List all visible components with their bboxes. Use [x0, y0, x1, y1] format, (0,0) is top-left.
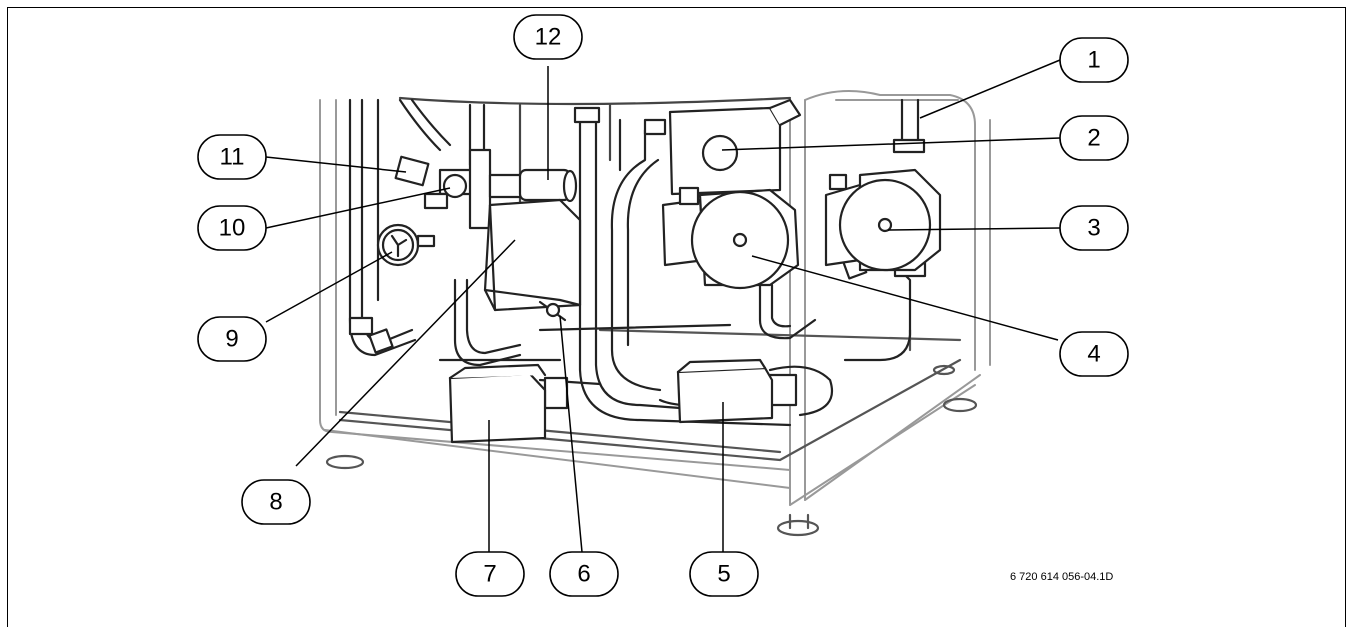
callout-12-label: 12 [535, 24, 562, 51]
valve-cluster [394, 148, 578, 230]
cabinet-frame [319, 90, 991, 506]
callout-8-label: 8 [269, 489, 282, 516]
callout-6-bubble [549, 551, 619, 597]
callout-11-label: 11 [220, 144, 245, 171]
callout-1-label: 1 [1087, 47, 1100, 74]
pipe-assembly [348, 98, 920, 427]
callout-11-bubble [197, 134, 267, 180]
leader-lines [265, 59, 1061, 553]
callout-6-label: 6 [577, 561, 590, 588]
callout-7-label: 7 [483, 561, 496, 588]
left-pump-graphic [661, 186, 800, 290]
callout-10-label: 10 [219, 215, 246, 242]
pressure-gauge-graphic [376, 223, 436, 267]
callout-5-label: 5 [717, 561, 730, 588]
figure-frame [7, 7, 1346, 627]
callout-3-bubble [1059, 205, 1129, 251]
callout-10-bubble [197, 205, 267, 251]
callout-labels: 1 2 3 4 5 6 7 8 9 10 11 12 [219, 24, 1101, 588]
actuator-box-center [483, 198, 582, 322]
callout-9-bubble [197, 316, 267, 362]
callout-4-bubble [1059, 331, 1129, 377]
control-box-top-graphic [668, 98, 802, 196]
callout-12-bubble [513, 14, 583, 60]
callouts [197, 14, 1129, 597]
actuator-7-graphic [448, 363, 547, 444]
actuator-5-graphic [676, 358, 774, 424]
right-pump-graphic [824, 168, 942, 272]
callout-7-bubble [455, 551, 525, 597]
figure-reference: 6 720 614 056-04.1D [1010, 571, 1114, 583]
callout-8-bubble [241, 479, 311, 525]
callout-2-bubble [1059, 115, 1129, 161]
callout-2-label: 2 [1087, 125, 1100, 152]
callout-4-label: 4 [1087, 341, 1100, 368]
callout-3-label: 3 [1087, 215, 1100, 242]
callout-5-bubble [689, 551, 759, 597]
callout-1-bubble [1059, 37, 1129, 83]
callout-9-label: 9 [225, 326, 238, 353]
